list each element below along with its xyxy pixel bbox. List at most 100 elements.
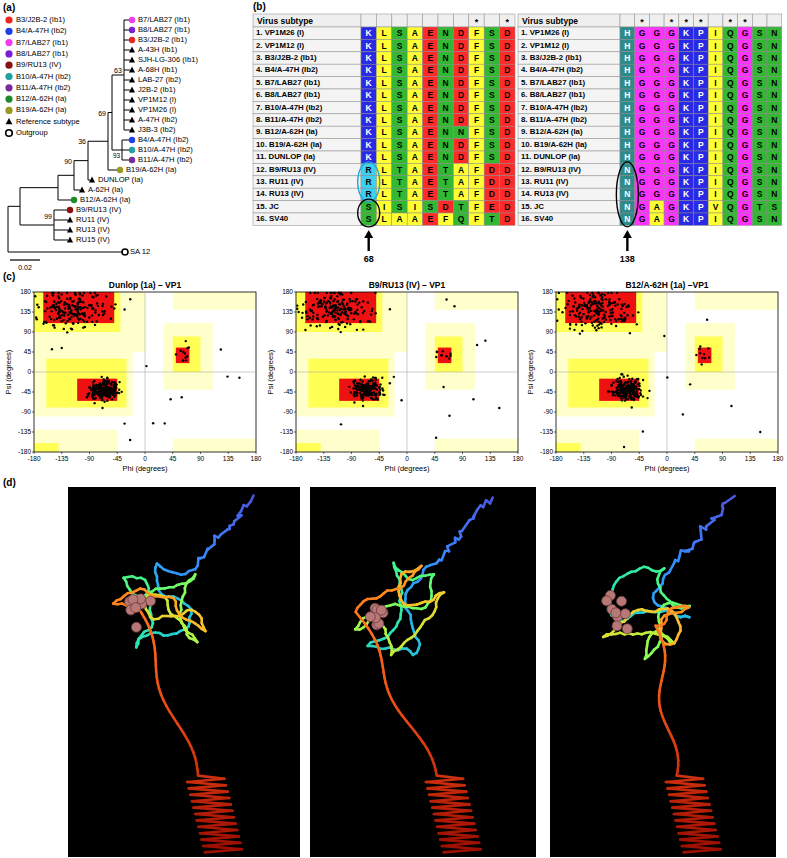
residue-dot [361,306,363,308]
residue-dot [44,310,46,312]
residue-dot [48,316,50,318]
residue-dot [60,300,62,302]
ramachandran-region [435,439,518,452]
residue-dot [99,390,101,392]
residue-dot [184,352,186,354]
residue-dot [116,392,118,394]
residue-dot [65,322,67,324]
residue-dot [37,306,39,308]
residue-dot [305,311,307,313]
residue-dot [101,305,103,307]
residue-dot [367,320,369,322]
residue-dot [88,386,90,388]
residue-dot [370,378,372,380]
residue-dot [35,316,37,318]
residue-dot [343,298,345,300]
reference-marker [129,97,135,103]
residue-dot [64,312,66,314]
residue-dot [341,311,343,313]
residue-dot [381,387,383,389]
residue-dot [374,292,376,294]
residue-dot [382,394,384,396]
residue-dot [318,305,320,307]
residue-dot [356,394,358,396]
residue-dot [51,292,53,294]
residue-dot [312,304,314,306]
residue-dot [76,303,78,305]
residue-dot [329,305,331,307]
residue-dot [355,298,357,300]
residue-dot [96,320,98,322]
residue-dot [332,300,334,302]
residue-dot [109,383,111,385]
residue-dot [296,308,298,310]
residue-dot [348,386,350,388]
residue-dot [46,295,48,297]
residue-dot [324,305,326,307]
residue-dot [362,300,364,302]
residue-dot [331,313,333,315]
residue-dot [94,324,96,326]
residue-dot [374,312,376,314]
residue-dot [370,314,372,316]
ramachandran-region [34,443,59,452]
residue-dot [382,389,384,391]
residue-dot [353,401,355,403]
residue-dot [113,385,115,387]
residue-dot [375,377,377,379]
residue-dot [88,316,90,318]
residue-dot [320,300,322,302]
residue-dot [340,331,342,333]
residue-dot [106,387,108,389]
residue-dot [52,306,54,308]
header-cell [708,14,723,27]
residue-dot [60,320,62,322]
residue-dot [188,346,190,348]
residue-dot [55,303,57,305]
residue-dot [356,309,358,311]
residue-dot [372,376,374,378]
residue-dot [66,331,68,333]
residue-dot [301,317,303,319]
residue-dot [323,300,325,302]
residue-dot [107,391,109,393]
arrow-head [364,230,373,238]
residue-dot [64,301,66,303]
ramachandran-region [556,443,581,452]
residue-dot [45,301,47,303]
residue-dot [220,348,222,350]
reference-marker [129,117,135,123]
residue-dot [346,304,348,306]
residue-dot [357,313,359,315]
residue-dot [342,308,344,310]
residue-dot [349,300,351,302]
residue-dot [309,292,311,294]
residue-dot [94,312,96,314]
residue-dot [356,303,358,305]
ramachandran-region [296,443,321,452]
residue-dot [347,307,349,309]
residue-dot [326,292,328,294]
residue-dot [87,394,89,396]
ramachandran-region [438,348,452,364]
residue-dot [84,315,86,317]
leaf-dot [129,137,135,143]
residue-dot [70,309,72,311]
header-cell [423,14,438,27]
residue-dot [101,376,103,378]
reference-marker [89,177,95,183]
leaf-dot [129,17,135,23]
residue-dot [341,301,343,303]
residue-dot [330,295,332,297]
reference-marker [129,87,135,93]
residue-dot [317,292,319,294]
residue-dot [45,321,47,323]
residue-dot [400,399,402,401]
residue-dot [347,315,349,317]
residue-dot [105,391,107,393]
residue-dot [337,328,339,330]
structure-background [310,487,536,857]
residue-dot [82,307,84,309]
residue-dot [67,305,69,307]
